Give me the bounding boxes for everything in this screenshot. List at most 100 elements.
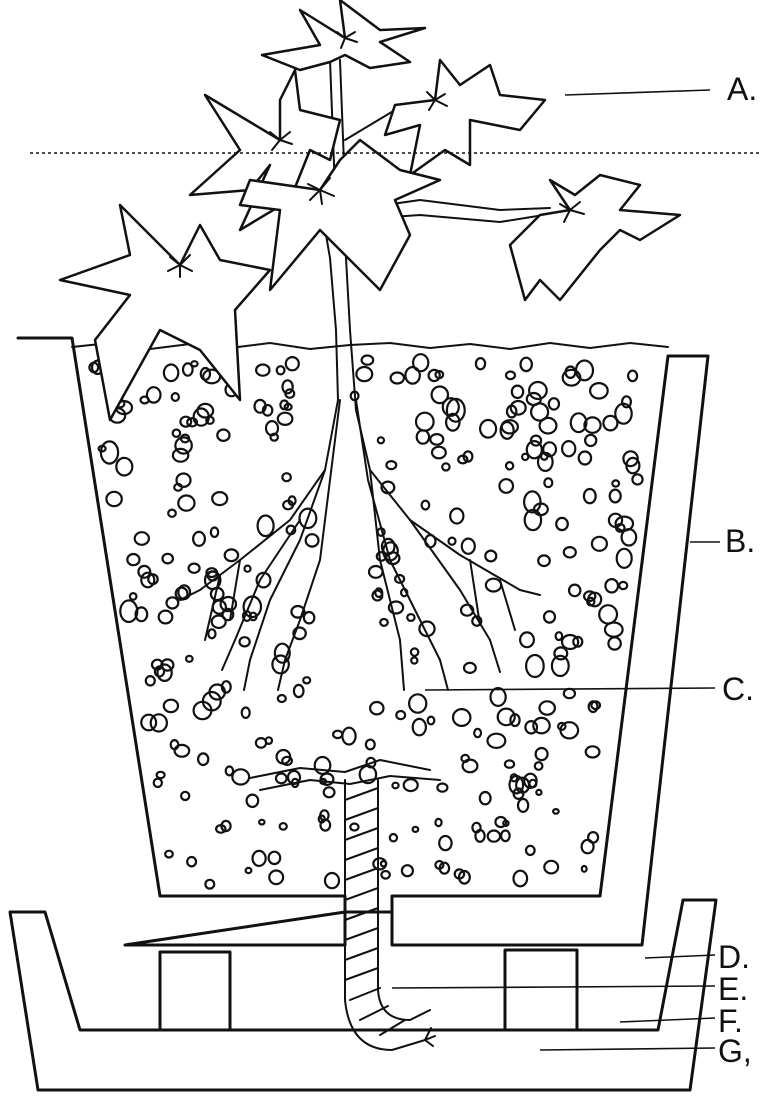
soil-pebble	[404, 779, 418, 791]
soil-pebble	[505, 760, 514, 767]
soil-pebble	[225, 549, 238, 561]
soil-pebble	[154, 779, 162, 787]
soil-pebble	[333, 731, 342, 738]
soil-pebble	[511, 401, 526, 415]
soil-pebble	[511, 774, 517, 781]
soil-pebble	[286, 357, 299, 370]
soil-pebble	[586, 746, 600, 757]
soil-pebble	[141, 715, 156, 731]
soil-pebble	[579, 452, 591, 465]
soil-pebble	[146, 676, 155, 685]
soil-pebble	[407, 614, 414, 621]
soil-pebble	[612, 480, 619, 486]
soil-pebble	[127, 554, 139, 565]
soil-pebble	[226, 767, 233, 776]
soil-pebble	[544, 861, 558, 874]
soil-pebble	[453, 709, 470, 726]
soil-pebble	[588, 832, 598, 843]
soil-pebble	[164, 365, 178, 382]
soil-pebble	[256, 365, 269, 376]
soil-pebble	[529, 382, 547, 399]
soil-pebble	[450, 509, 463, 524]
soil-pebble	[205, 880, 214, 889]
soil-pebble	[303, 677, 310, 683]
soil-pebble	[157, 772, 165, 778]
soil-pebble	[189, 564, 200, 573]
soil-pebble	[526, 655, 544, 677]
soil-pebble	[165, 851, 173, 858]
soil-pebble	[193, 532, 205, 546]
soil-pebble	[378, 437, 384, 443]
soil-pebble	[366, 740, 375, 750]
soil-pebble	[413, 719, 426, 735]
soil-pebble	[208, 629, 215, 638]
soil-pebble	[135, 532, 149, 545]
label-a: A.	[727, 71, 757, 107]
soil-pebble	[564, 689, 575, 698]
soil-pebble	[527, 441, 542, 458]
soil-pebble	[304, 612, 314, 623]
soil-pebble	[173, 449, 188, 462]
soil-pebble	[116, 458, 132, 476]
soil-pebble	[599, 605, 617, 623]
label-g: G,	[718, 1033, 752, 1069]
soil-pebble	[175, 437, 191, 453]
soil-pebble	[168, 510, 176, 517]
soil-pebble	[538, 555, 550, 566]
soil-pebble	[562, 441, 575, 456]
soil-pebble	[342, 728, 355, 745]
soil-pebble	[191, 361, 197, 366]
soil-pebble	[186, 656, 193, 662]
soil-pebble	[442, 463, 449, 470]
soil-pebble	[242, 708, 250, 718]
soil-pebble	[269, 852, 281, 864]
soil-pebble	[576, 361, 593, 381]
soil-pebble	[564, 547, 576, 557]
soil-pebble	[246, 868, 252, 873]
soil-pebble	[269, 871, 283, 885]
soil-pebble	[101, 441, 118, 463]
leaf-right	[510, 175, 680, 300]
soil-pebble	[245, 566, 251, 572]
soil-pebble	[413, 827, 419, 832]
leaf-left	[60, 205, 270, 420]
soil-pebble	[536, 790, 541, 795]
soil-pebble	[159, 611, 173, 624]
soil-pebble	[521, 358, 532, 371]
soil-pebble	[435, 819, 441, 826]
soil-pebble	[283, 380, 293, 393]
soil-pebble	[480, 420, 496, 438]
soil-pebble	[362, 356, 374, 365]
soil-pebble	[370, 702, 383, 714]
soil-pebble	[544, 478, 552, 487]
soil-pebble	[422, 501, 430, 510]
soil-pebble	[518, 799, 528, 812]
soil-pebble	[439, 836, 451, 850]
soil-pebble	[536, 748, 548, 760]
soil-pebble	[120, 600, 137, 622]
soil-pebble	[514, 871, 528, 887]
soil-pebble	[276, 774, 287, 784]
soil-pebble	[164, 700, 178, 712]
label-d: D.	[718, 939, 750, 975]
soil-pebble	[485, 551, 496, 562]
soil-pebble	[390, 834, 397, 841]
soil-pebble	[428, 717, 435, 725]
soil-pebble	[430, 434, 443, 445]
soil-pebble	[464, 663, 476, 673]
soil-pebble	[437, 784, 447, 792]
soil-pebble	[373, 858, 386, 869]
soil-pebble	[211, 528, 218, 537]
soil-pebble	[610, 490, 621, 503]
soil-pebble	[396, 711, 405, 719]
soil-pebble	[178, 496, 194, 511]
soil-pebble	[381, 871, 389, 879]
soil-pebble	[324, 787, 335, 797]
soil-pebble	[417, 430, 429, 443]
soil-pebble	[432, 447, 446, 459]
soil-pebble	[187, 857, 196, 866]
soil-pebble	[247, 795, 259, 807]
leaf-top	[262, 0, 425, 70]
soil-pebble	[501, 831, 510, 842]
